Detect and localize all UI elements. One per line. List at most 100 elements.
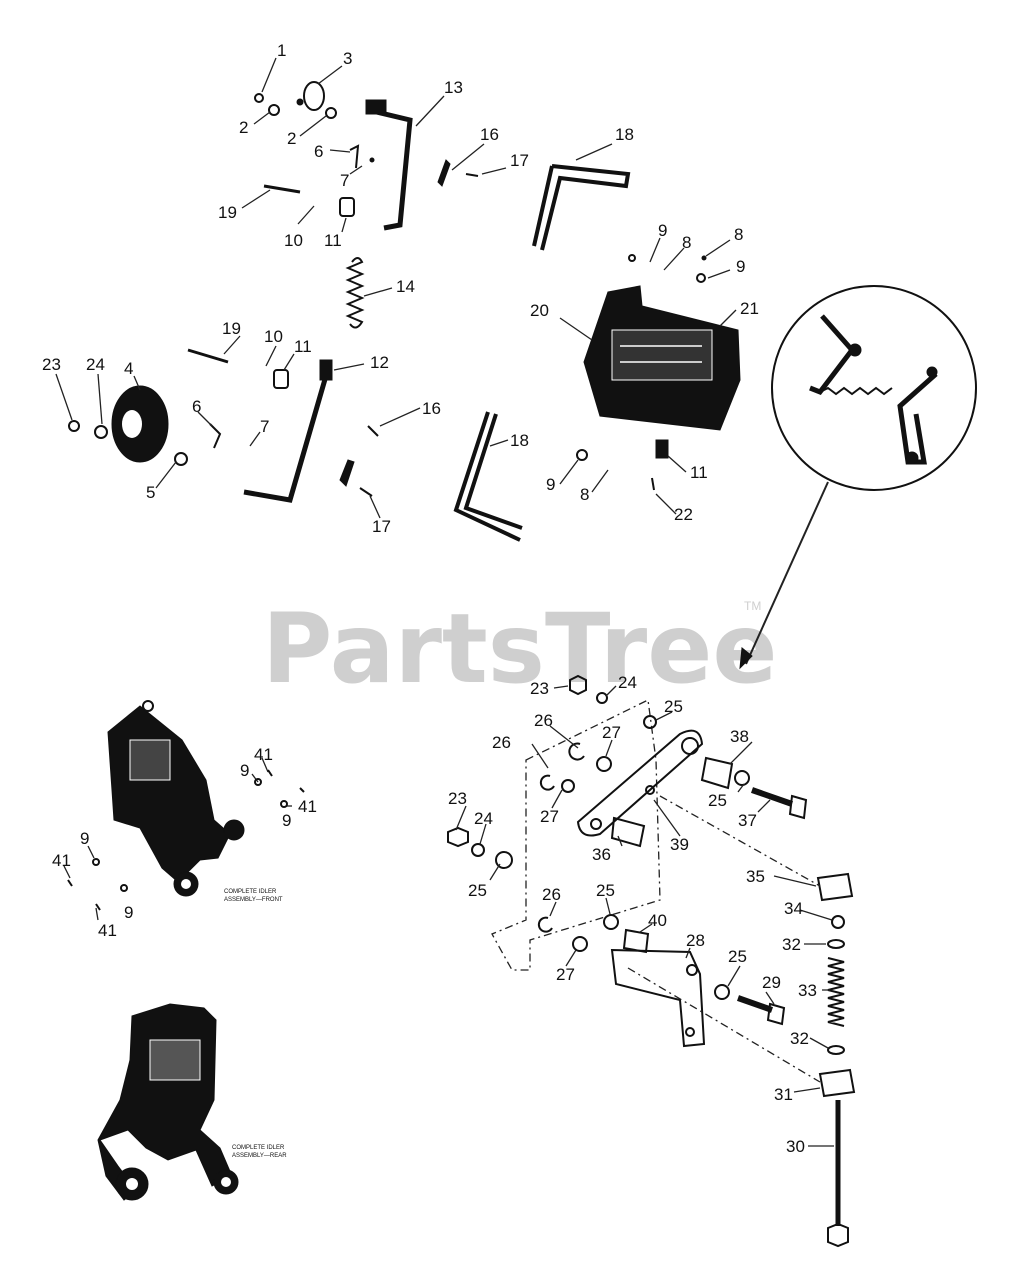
callout: 8 — [580, 485, 589, 504]
callout: 23 — [42, 355, 61, 374]
callout: 6 — [314, 142, 323, 161]
part-23-nut — [68, 420, 80, 432]
part-14-spring — [345, 257, 365, 329]
callout: 3 — [343, 49, 352, 68]
callout: 2 — [239, 118, 248, 137]
part-19-bolt — [263, 184, 301, 194]
part-24-washer-d — [596, 692, 608, 704]
part-6-pin — [349, 144, 360, 169]
callout: 37 — [738, 811, 757, 830]
callout: 17 — [510, 151, 529, 170]
callout: 35 — [746, 867, 765, 886]
part-18-bracket-b — [453, 411, 523, 542]
callout: 13 — [444, 78, 463, 97]
part-16-clip — [437, 159, 451, 187]
callout: 38 — [730, 727, 749, 746]
callout: 24 — [86, 355, 105, 374]
detail-inset-circle — [771, 285, 977, 491]
part-16-clip-b — [339, 459, 355, 487]
callout: 24 — [474, 809, 493, 828]
part-20-21-idler-housing — [583, 285, 741, 431]
callout: 25 — [728, 947, 747, 966]
part-39-link — [576, 729, 704, 837]
callout: 26 — [534, 711, 553, 730]
callout: 7 — [260, 417, 269, 436]
part-27-washer-d — [596, 756, 612, 772]
part-32-washer — [827, 939, 845, 949]
callout: 36 — [592, 845, 611, 864]
callout: 10 — [264, 327, 283, 346]
callout: 9 — [80, 829, 89, 848]
exploded-detail-group — [447, 674, 856, 1248]
callout: 9 — [736, 257, 745, 276]
upper-idler-arm-group — [254, 81, 479, 231]
front-assembly-illustration — [107, 700, 245, 897]
callout: 25 — [468, 881, 487, 900]
callout: 8 — [734, 225, 743, 244]
callout-numbers: 1 3 2 2 13 6 7 19 10 11 16 17 18 14 19 1… — [42, 41, 817, 1156]
callout: 14 — [396, 277, 415, 296]
part-33-spring — [827, 957, 845, 1027]
part-22-pin — [651, 477, 655, 491]
callout: 39 — [670, 835, 689, 854]
callout: 11 — [690, 463, 708, 482]
part-12-idler-arm — [243, 361, 333, 503]
callout: 9 — [282, 811, 291, 830]
front-caption-line-2: ASSEMBLY—FRONT — [224, 897, 283, 903]
callout: 22 — [674, 505, 693, 524]
callout: 1 — [277, 41, 286, 60]
watermark-tm: TM — [744, 599, 761, 613]
part-37-bolt — [751, 787, 793, 807]
part-36-bushing — [610, 816, 646, 848]
callout: 31 — [774, 1085, 793, 1104]
callout: 7 — [340, 171, 349, 190]
part-2-washer-b — [325, 107, 337, 119]
callout: 21 — [740, 299, 759, 318]
part-38-spacer — [700, 756, 734, 790]
callout: 27 — [556, 965, 575, 984]
detail-pointer-arrow — [745, 481, 829, 665]
part-35-swivel — [816, 872, 854, 902]
part-17-pin-b — [359, 487, 373, 497]
part-9-washer-b — [696, 273, 706, 283]
lower-idler-arm-group — [68, 348, 379, 503]
part-25-washer-d — [643, 715, 657, 729]
part-13-idler-arm — [367, 107, 413, 231]
callout: 11 — [324, 231, 342, 250]
part-17-pin — [465, 173, 479, 177]
callout: 18 — [510, 431, 529, 450]
callout: 16 — [422, 399, 441, 418]
callout: 26 — [542, 885, 561, 904]
part-19-bolt-b — [187, 348, 229, 364]
part-31-swivel — [818, 1068, 856, 1098]
part-5-washer — [174, 452, 188, 466]
callout: 25 — [664, 697, 683, 716]
callout: 32 — [782, 935, 801, 954]
callout: 9 — [124, 903, 133, 922]
part-28-bracket — [610, 948, 706, 1048]
callout: 41 — [298, 797, 317, 816]
callout: 12 — [370, 353, 389, 372]
callout: 41 — [52, 851, 71, 870]
part-1-nut — [254, 93, 264, 103]
callout: 19 — [222, 319, 241, 338]
part-18-bracket — [532, 164, 631, 251]
front-caption-line-1: COMPLETE IDLER — [224, 889, 277, 895]
callout: 9 — [658, 221, 667, 240]
callout: 25 — [596, 881, 615, 900]
rear-caption-line-1: COMPLETE IDLER — [232, 1145, 285, 1151]
part-29-bolt — [737, 995, 773, 1013]
callout: 9 — [546, 475, 555, 494]
callout: 17 — [372, 517, 391, 536]
callout: 41 — [98, 921, 117, 940]
part-3-pulley-small — [303, 81, 325, 111]
callout: 40 — [648, 911, 667, 930]
callout: 41 — [254, 745, 273, 764]
callout: 4 — [124, 359, 133, 378]
part-24-washer — [94, 425, 108, 439]
rear-caption-line-2: ASSEMBLY—REAR — [232, 1153, 287, 1159]
callout: 5 — [146, 483, 155, 502]
parts-tree-watermark: PartsTree — [262, 593, 777, 705]
callout: 23 — [530, 679, 549, 698]
